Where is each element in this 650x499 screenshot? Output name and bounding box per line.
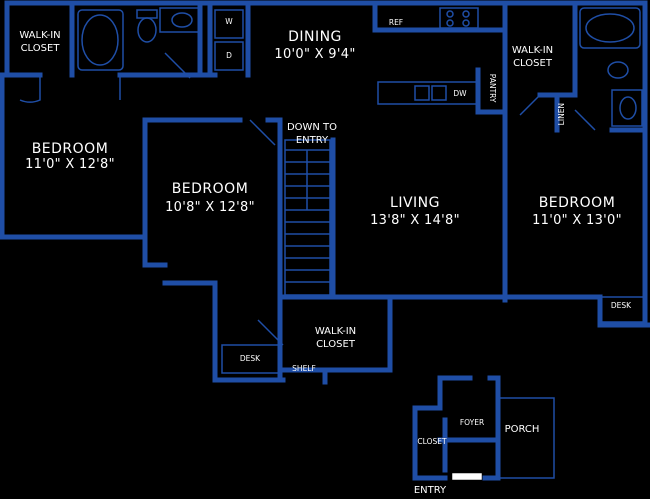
dryer-label: D — [226, 51, 232, 60]
down-to-entry-line2: ENTRY — [295, 135, 329, 146]
pantry-label: PANTRY — [488, 73, 498, 103]
down-to-entry-line1: DOWN TO — [286, 122, 338, 133]
dining-name: DINING — [288, 29, 342, 45]
refrigerator-label: REF — [388, 18, 404, 27]
bedroom-right-size: 11'0" X 13'0" — [532, 213, 622, 228]
foyer-label: FOYER — [459, 418, 485, 427]
walkin-closet-center-line1: WALK-IN — [314, 326, 357, 337]
fixtures — [19, 7, 646, 480]
dining-size: 10'0" X 9'4" — [274, 47, 356, 62]
closet-label: CLOSET — [417, 437, 447, 446]
walkin-closet-right-line1: WALK-IN — [511, 45, 554, 56]
walkin-closet-right-line2: CLOSET — [513, 58, 552, 69]
linen-label: LINEN — [556, 102, 566, 126]
living-name: LIVING — [390, 195, 440, 211]
bedroom-middle-size: 10'8" X 12'8" — [165, 200, 255, 215]
desk-middle-label: DESK — [239, 354, 261, 363]
walkin-closet-left-line2: CLOSET — [20, 43, 60, 54]
dishwasher-label: DW — [453, 89, 467, 98]
porch-label: PORCH — [504, 424, 540, 435]
walkin-closet-left-line1: WALK-IN — [19, 30, 61, 41]
washer-label: W — [225, 17, 233, 26]
walkin-closet-center-line2: CLOSET — [316, 339, 355, 350]
bedroom-left-name: BEDROOM — [31, 141, 109, 157]
shelf-label: SHELF — [292, 364, 316, 373]
bedroom-right-name: BEDROOM — [538, 195, 616, 211]
bedroom-middle-name: BEDROOM — [171, 181, 249, 197]
bedroom-left-size: 11'0" X 12'8" — [25, 157, 115, 172]
living-size: 13'8" X 14'8" — [370, 213, 460, 228]
walls — [0, 0, 650, 481]
entry-label: ENTRY — [413, 485, 447, 496]
desk-right-label: DESK — [610, 301, 632, 310]
